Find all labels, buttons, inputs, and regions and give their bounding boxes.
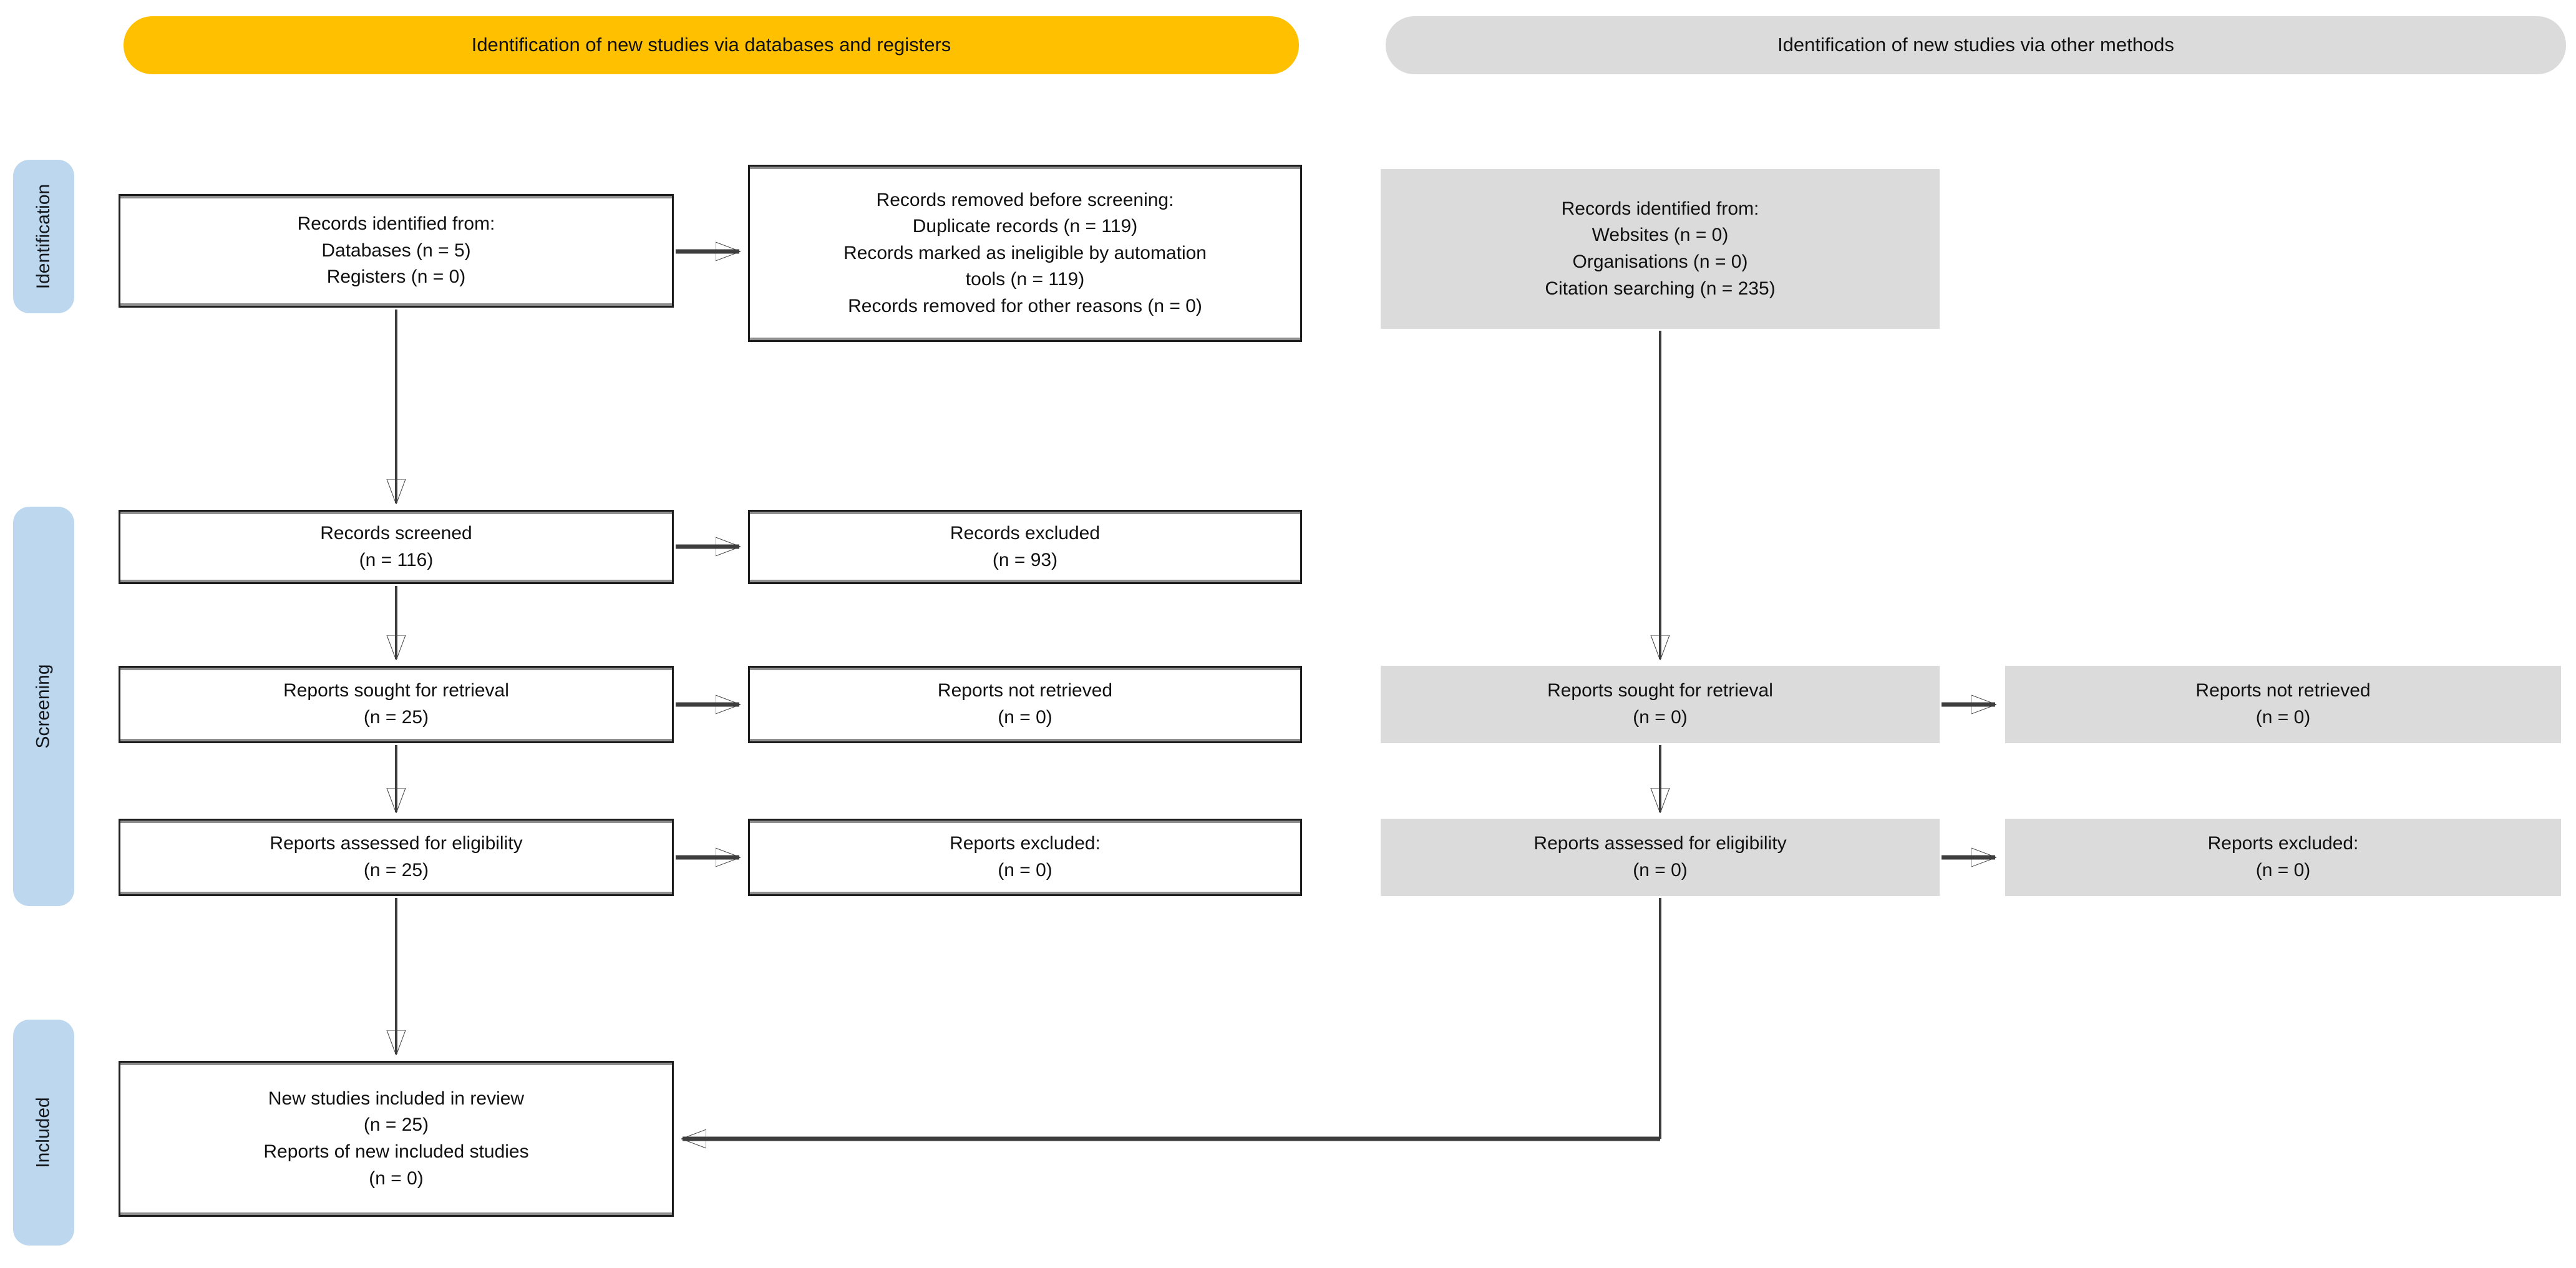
box-new-studies-included-text: New studies included in review (n = 25) …: [263, 1088, 529, 1189]
box-reports-sought-databases: Reports sought for retrieval (n = 25): [119, 666, 674, 743]
stage-tab-included-label: Included: [33, 1097, 54, 1168]
box-reports-assessed-other-methods: Reports assessed for eligibility (n = 0): [1381, 819, 1940, 896]
stage-tab-screening: Screening: [13, 507, 74, 906]
box-reports-not-retrieved-databases-text: Reports not retrieved (n = 0): [937, 680, 1113, 728]
box-reports-excluded-databases-text: Reports excluded: (n = 0): [950, 833, 1101, 880]
box-reports-assessed-databases-text: Reports assessed for eligibility (n = 25…: [270, 833, 523, 880]
header-other-methods: Identification of new studies via other …: [1386, 16, 2566, 74]
stage-tab-screening-label: Screening: [33, 664, 54, 749]
box-records-excluded: Records excluded (n = 93): [748, 510, 1302, 584]
box-records-identified-other-methods-text: Records identified from: Websites (n = 0…: [1545, 198, 1776, 299]
header-databases-registers: Identification of new studies via databa…: [124, 16, 1299, 74]
header-databases-registers-text: Identification of new studies via databa…: [471, 34, 951, 56]
box-reports-not-retrieved-other-methods: Reports not retrieved (n = 0): [2005, 666, 2561, 743]
box-reports-sought-databases-text: Reports sought for retrieval (n = 25): [283, 680, 509, 728]
box-reports-not-retrieved-other-methods-text: Reports not retrieved (n = 0): [2195, 680, 2371, 728]
box-new-studies-included: New studies included in review (n = 25) …: [119, 1061, 674, 1217]
box-records-identified-databases: Records identified from: Databases (n = …: [119, 194, 674, 308]
stage-tab-included: Included: [13, 1020, 74, 1246]
stage-tab-identification-label: Identification: [33, 183, 54, 290]
box-reports-excluded-databases: Reports excluded: (n = 0): [748, 819, 1302, 896]
box-reports-excluded-other-methods-text: Reports excluded: (n = 0): [2207, 833, 2359, 880]
box-records-removed-before-screening: Records removed before screening: Duplic…: [748, 165, 1302, 342]
box-reports-not-retrieved-databases: Reports not retrieved (n = 0): [748, 666, 1302, 743]
box-reports-excluded-other-methods: Reports excluded: (n = 0): [2005, 819, 2561, 896]
stage-tab-identification: Identification: [13, 160, 74, 313]
box-records-excluded-text: Records excluded (n = 93): [950, 522, 1101, 570]
box-records-identified-other-methods: Records identified from: Websites (n = 0…: [1381, 169, 1940, 329]
box-records-screened: Records screened (n = 116): [119, 510, 674, 584]
box-reports-assessed-other-methods-text: Reports assessed for eligibility (n = 0): [1533, 833, 1787, 880]
box-records-screened-text: Records screened (n = 116): [320, 522, 472, 570]
box-records-removed-before-screening-text: Records removed before screening: Duplic…: [843, 189, 1207, 316]
box-records-identified-databases-text: Records identified from: Databases (n = …: [297, 213, 495, 288]
header-other-methods-text: Identification of new studies via other …: [1777, 34, 2174, 56]
box-reports-assessed-databases: Reports assessed for eligibility (n = 25…: [119, 819, 674, 896]
box-reports-sought-other-methods: Reports sought for retrieval (n = 0): [1381, 666, 1940, 743]
box-reports-sought-other-methods-text: Reports sought for retrieval (n = 0): [1547, 680, 1773, 728]
